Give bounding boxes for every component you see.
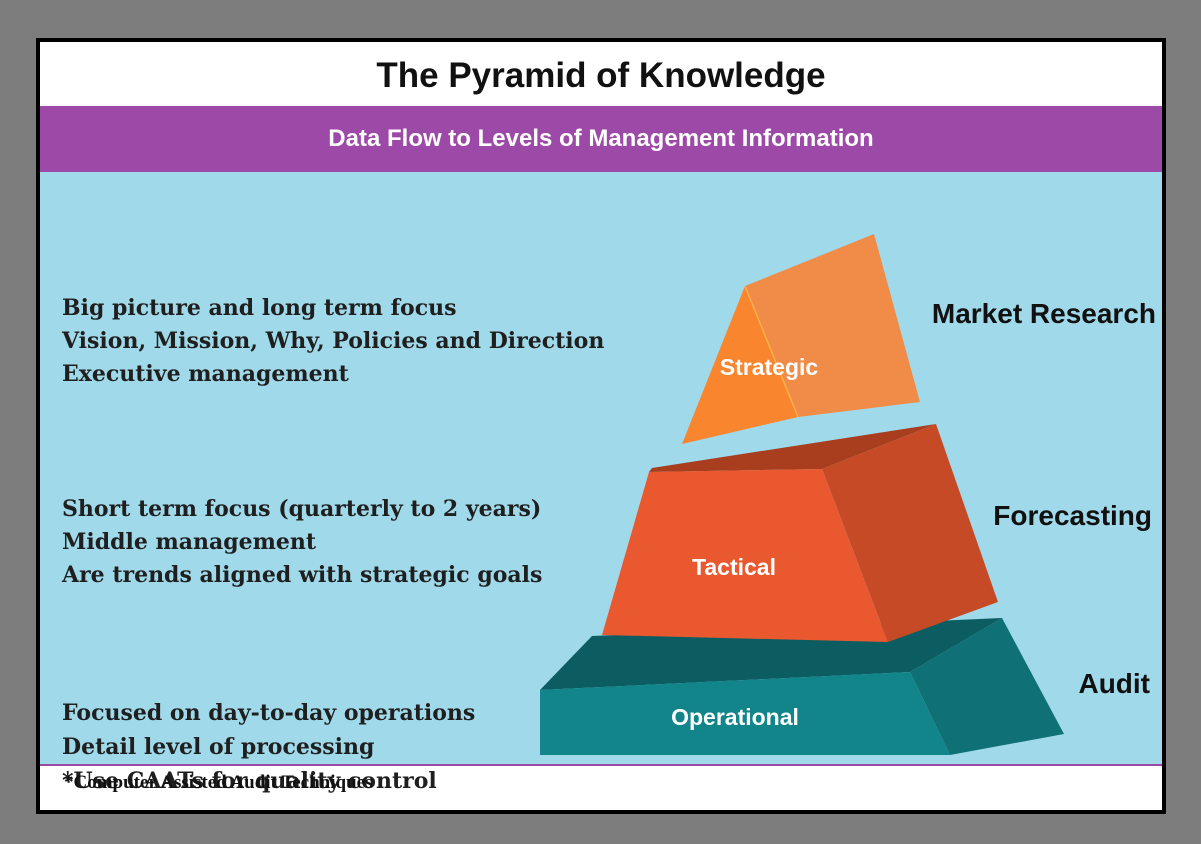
description-line: *Use CAATs for quality control xyxy=(62,768,437,794)
strategic-tier-label: Strategic xyxy=(719,354,819,380)
description-line: Focused on day-to-day operations xyxy=(62,700,476,726)
footnote: *Computer Assisted Audit Techniques xyxy=(64,772,373,793)
strategic-tier xyxy=(682,234,920,444)
subtitle-banner: Data Flow to Levels of Management Inform… xyxy=(40,106,1162,172)
tactical-top-face xyxy=(649,424,936,472)
page-title: The Pyramid of Knowledge xyxy=(376,56,826,95)
description-line: Middle management xyxy=(62,529,317,555)
description-line: Detail level of processing xyxy=(62,734,375,760)
pyramid-graphic xyxy=(540,234,1064,755)
footer-divider xyxy=(40,764,1162,766)
strategic-description: Big picture and long term focus Vision, … xyxy=(62,292,604,391)
description-line: Executive management xyxy=(62,361,349,387)
tactical-front-face xyxy=(602,469,888,642)
description-line: Big picture and long term focus xyxy=(62,295,457,321)
operational-tier-label: Operational xyxy=(671,704,799,730)
tactical-description: Short term focus (quarterly to 2 years) … xyxy=(62,493,542,592)
market-research-label: Market Research xyxy=(931,298,1156,329)
audit-label: Audit xyxy=(1078,668,1150,699)
strategic-edge-line xyxy=(744,285,799,418)
strategic-right-face xyxy=(745,234,920,417)
forecasting-label: Forecasting xyxy=(993,500,1152,531)
operational-description: Focused on day-to-day operations Detail … xyxy=(62,696,475,798)
diagram-panel: The Pyramid of Knowledge Data Flow to Le… xyxy=(40,42,1162,810)
pyramid-diagram: Big picture and long term focus Vision, … xyxy=(40,172,1162,794)
tactical-tier-label: Tactical xyxy=(692,554,776,580)
description-line: Short term focus (quarterly to 2 years) xyxy=(62,496,542,522)
diagram-frame: The Pyramid of Knowledge Data Flow to Le… xyxy=(36,38,1166,814)
operational-front-face xyxy=(540,672,950,755)
operational-side-face xyxy=(910,618,1064,755)
tactical-side-face xyxy=(822,424,998,642)
description-line: Vision, Mission, Why, Policies and Direc… xyxy=(62,328,605,354)
tactical-tier xyxy=(602,424,998,642)
description-line: Are trends aligned with strategic goals xyxy=(62,562,543,588)
strategic-front-face xyxy=(682,286,798,444)
